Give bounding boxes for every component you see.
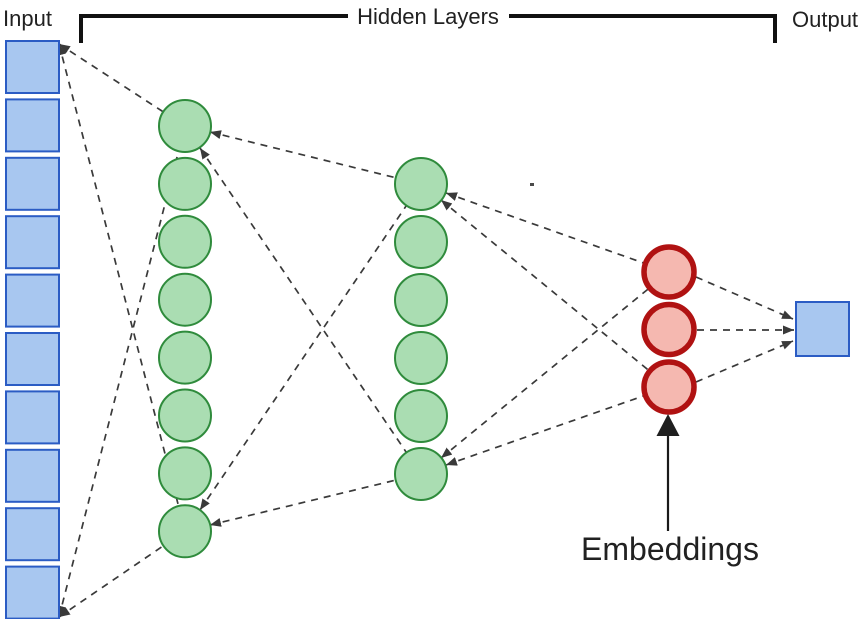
embeddings-label: Embeddings [581,531,759,567]
hidden-node [158,99,212,153]
connection-line [695,276,794,320]
input-layer [5,40,60,619]
ink-speck [530,183,534,186]
hidden-node [394,331,448,385]
embedding-node [641,301,697,358]
hidden-node [394,389,448,443]
hidden-node [158,330,212,385]
connection-line [199,147,422,475]
embedding-node [641,359,697,415]
input-node [5,448,60,503]
embeddings-layer [641,244,697,415]
connection-line [445,386,670,466]
input-node [5,507,60,562]
hidden-node [394,273,448,327]
input-node [5,390,60,445]
embeddings-arrow [656,414,680,531]
hidden-layers-bracket [79,14,777,43]
connection-line [209,473,422,527]
connection-line [440,271,670,459]
connection-line [57,125,186,618]
hidden-node [394,447,448,501]
connection-line [695,340,794,383]
input-node [5,332,60,386]
connection-line [445,192,670,273]
connection-line [57,43,186,532]
hidden-layer-2 [394,157,448,501]
connection-line [440,199,670,388]
hidden-node [158,504,212,559]
output-label: Output [792,7,858,32]
output-layer [795,301,850,357]
hidden-node [394,215,448,269]
input-node [5,40,60,94]
hidden-node [158,272,212,327]
hidden-node [158,156,212,211]
hidden-node [158,214,212,269]
hidden-layer-1 [158,99,212,559]
connections [57,43,794,618]
output-node [795,301,850,357]
connection-line [199,183,422,511]
input-node [5,273,60,328]
hidden-node [158,446,212,501]
connection-line [209,130,422,185]
embedding-node [641,244,697,300]
input-node [5,215,60,270]
hidden-node [158,388,212,443]
input-node [5,156,60,211]
input-node [5,565,60,619]
hidden-node [394,157,448,211]
input-label: Input [3,6,52,31]
input-node [5,98,60,153]
hidden-layers-label: Hidden Layers [357,4,499,29]
